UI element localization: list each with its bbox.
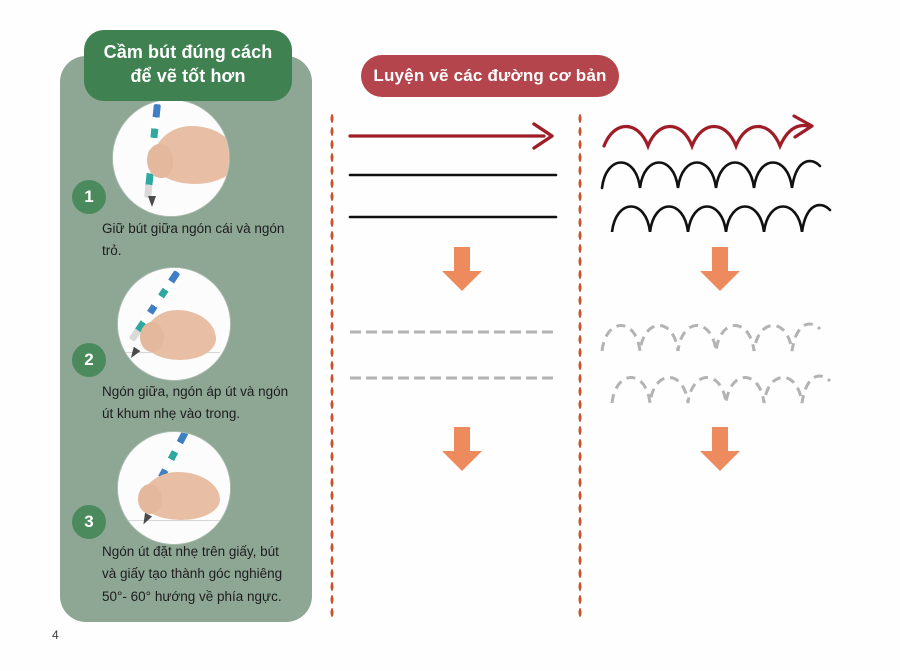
step-1-number: 1 (84, 187, 94, 206)
model-arch-row-1 (600, 159, 822, 190)
trace-arch-row-1 (600, 322, 822, 352)
step-1-photo (113, 100, 229, 216)
arch-curves-trace-group (600, 322, 832, 404)
step-2-number: 2 (84, 350, 94, 369)
thumb-2 (140, 322, 164, 352)
step-2-badge: 2 (72, 343, 106, 377)
down-arrow-right-bottom (700, 427, 740, 471)
step-3-number: 3 (84, 512, 94, 531)
divider-middle (578, 112, 582, 620)
practice-header-banner: Luyện vẽ các đường cơ bản (361, 55, 619, 97)
red-straight-arrow-icon (348, 122, 554, 150)
photo-paper-edge-3 (124, 520, 220, 521)
step-3-badge: 3 (72, 505, 106, 539)
pencil-tip-1 (148, 196, 156, 207)
model-arch-row-2 (610, 203, 832, 232)
step-2-photo (118, 268, 230, 380)
arch-curves-model-group (600, 114, 832, 232)
straight-lines-trace-group (350, 330, 556, 380)
step-1-text: Giữ bút giữa ngón cái và ngón trỏ. (102, 221, 285, 259)
straight-lines-model-group (348, 122, 558, 219)
divider-left (330, 112, 334, 620)
sidebar-header-banner: Cầm bút đúng cách để vẽ tốt hơn (84, 30, 292, 101)
practice-header-label: Luyện vẽ các đường cơ bản (373, 66, 607, 85)
down-arrow-left-bottom (442, 427, 482, 471)
down-arrow-right-top (700, 247, 740, 291)
step-3-text: Ngón út đặt nhẹ trên giấy, bút và giấy t… (102, 544, 283, 604)
thumb-3 (138, 484, 162, 514)
step-1-badge: 1 (72, 180, 106, 214)
step-2-text: Ngón giữa, ngón áp út và ngón út khum nh… (102, 384, 289, 422)
thumb-1 (147, 144, 173, 178)
sidebar-title-line-2: để vẽ tốt hơn (130, 66, 246, 87)
page-number: 4 (52, 628, 59, 642)
sidebar-title-line-1: Cầm bút đúng cách (103, 42, 273, 62)
red-arch-arrow-icon (602, 114, 814, 151)
step-3-photo (118, 432, 230, 544)
down-arrow-left-top (442, 247, 482, 291)
trace-arch-row-2 (610, 374, 832, 404)
